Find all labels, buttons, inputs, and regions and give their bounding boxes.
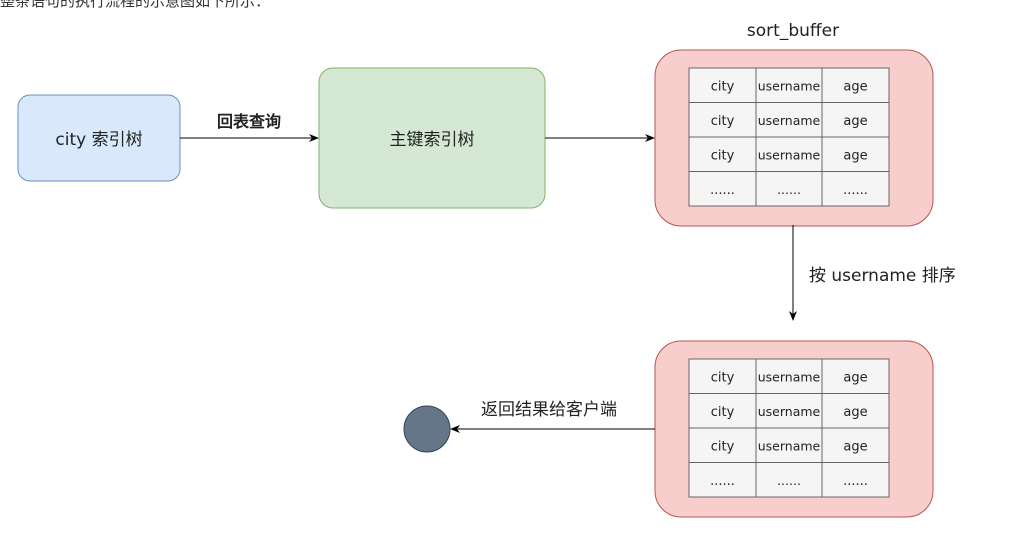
table-cell — [688, 427, 757, 463]
table-cell-text: ...... — [710, 474, 735, 489]
table-cell-text: age — [843, 370, 867, 385]
table-cell — [821, 393, 890, 429]
table-cell-text: age — [843, 148, 867, 163]
table-cell-text: city — [711, 439, 735, 454]
table-cell-text: city — [711, 405, 735, 420]
table-cell-text: city — [711, 148, 735, 163]
table-cell-text: age — [843, 79, 867, 94]
table-cell-text: city — [711, 370, 735, 385]
table-cell-text: ...... — [777, 473, 801, 488]
table-cell-text: ...... — [843, 474, 868, 489]
sorted-result-node: city username age city username age city userna… — [654, 340, 934, 518]
table-cell-text: city — [711, 79, 735, 94]
lookup-label: 回表查询 — [217, 112, 281, 131]
table-cell-text: city — [711, 114, 735, 129]
table-cell — [821, 171, 890, 207]
table-cell — [755, 427, 823, 463]
table-cell — [688, 393, 757, 429]
sort-label: 按 username 排序 — [809, 266, 956, 286]
table-cell — [755, 102, 823, 138]
intro-text: 整条语句的执行流程的示意图如下所示： — [0, 0, 271, 10]
table-cell — [688, 102, 757, 138]
table-cell — [755, 462, 823, 498]
table-cell-text: username — [758, 78, 821, 93]
table-cell — [821, 462, 890, 498]
table-cell-text: ...... — [777, 182, 801, 197]
table-cell-text: ...... — [710, 183, 735, 198]
table-cell-text: age — [843, 114, 867, 129]
table-cell — [755, 67, 823, 103]
table-cell-text: ...... — [843, 183, 868, 198]
return-label: 返回结果给客户端 — [481, 400, 617, 420]
table-cell — [688, 67, 757, 103]
table-cell-text: username — [758, 369, 821, 384]
table-cell — [688, 171, 757, 207]
end-node — [403, 405, 451, 453]
city-index-label: city 索引树 — [55, 130, 142, 150]
table-cell-text: age — [843, 439, 867, 454]
table-cell-text: username — [758, 438, 821, 453]
table-cell-text: username — [758, 113, 821, 128]
table-cell-text: username — [758, 404, 821, 419]
table-cell — [821, 102, 890, 138]
table-cell — [821, 136, 890, 172]
table-cell — [821, 358, 890, 394]
table-cell — [755, 358, 823, 394]
table-cell-text: username — [758, 147, 821, 162]
table-cell — [688, 462, 757, 498]
table-cell — [821, 67, 890, 103]
sort-buffer-title: sort_buffer — [747, 21, 839, 41]
table-cell — [688, 358, 757, 394]
table-cell-text: age — [843, 405, 867, 420]
sort-buffer-node: city username age city username age city userna… — [654, 49, 934, 227]
primary-index-label: 主键索引树 — [390, 130, 475, 150]
table-cell — [821, 427, 890, 463]
